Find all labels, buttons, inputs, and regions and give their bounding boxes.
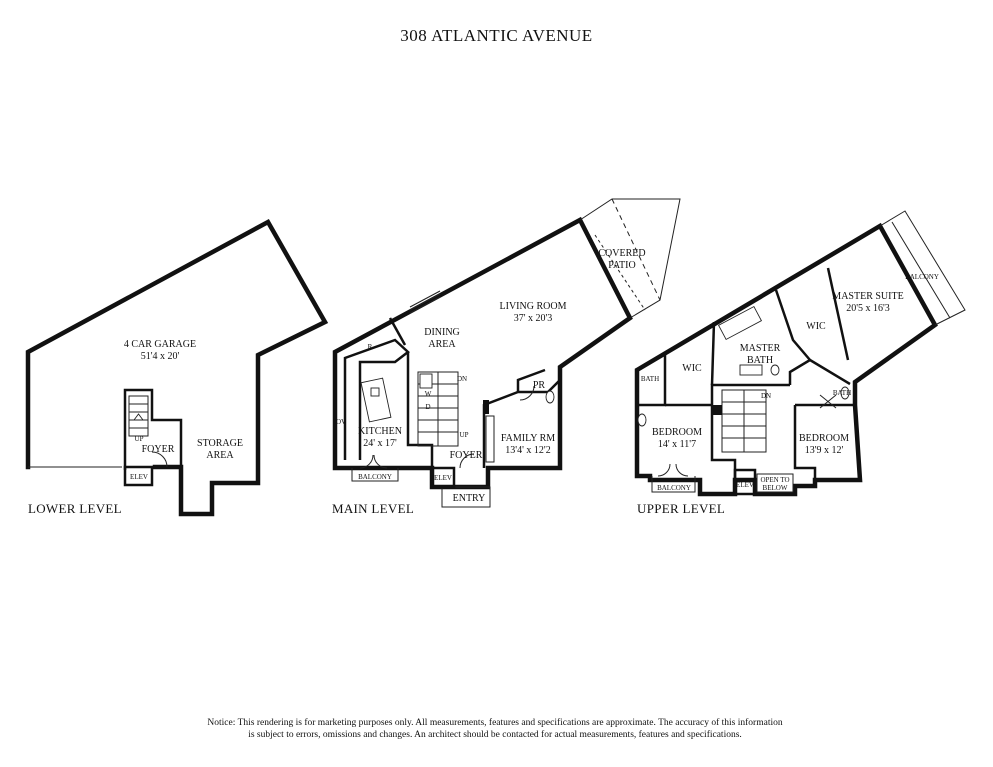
upper-outline — [634, 222, 938, 497]
main-elev-label: ELEV — [434, 474, 452, 482]
bedroom1-east-wall — [710, 405, 737, 480]
vanity-icon — [739, 364, 763, 376]
covered-patio-outline — [579, 198, 681, 319]
lower-elev-label: ELEV — [130, 473, 148, 481]
powder-room-wall — [516, 368, 546, 392]
bathtub-icon — [717, 305, 763, 341]
entry-door-swing-icon — [459, 453, 475, 469]
main-balcony-label: BALCONY — [358, 473, 392, 481]
upper-balcony-label: BALCONY — [905, 273, 939, 281]
upper-balcony-outline — [879, 210, 966, 326]
master-suite-wall — [826, 267, 850, 361]
dining-label: DINING — [424, 327, 460, 338]
sink-icon — [370, 387, 380, 397]
main-level-plan: LIVING ROOM 37' x 20'3 COVERED PATIO DIN… — [332, 198, 681, 508]
bedroom-2-label: BEDROOM — [799, 433, 849, 444]
main-up-label: UP — [460, 431, 469, 439]
range-label: R — [368, 343, 373, 351]
washer-icon — [419, 373, 433, 389]
upper-elevator — [733, 468, 757, 496]
upper-hall-wall — [665, 383, 790, 407]
lower-elevator — [123, 465, 154, 487]
plan-title: 308 ATLANTIC AVENUE — [400, 26, 593, 45]
garage-outline — [25, 218, 329, 517]
master-suite-dimensions: 20'5 x 16'3 — [846, 303, 890, 314]
lower-stair — [128, 395, 149, 437]
wic-1-label: WIC — [682, 363, 702, 374]
bottom-balcony-label: BALCONY — [657, 484, 691, 492]
toilet-icon — [545, 390, 555, 404]
lower-level-label: LOWER LEVEL — [28, 501, 122, 516]
oven-label: OV — [336, 418, 346, 426]
door-swing-icon — [151, 451, 168, 468]
upper-elev-label: ELEV — [736, 481, 754, 489]
bedroom-2-dimensions: 13'9 x 12' — [805, 445, 844, 456]
bottom-balcony-outline — [651, 476, 696, 493]
powder-room-label: PR — [533, 380, 546, 391]
garage-label: 4 CAR GARAGE — [124, 339, 196, 350]
master-bath-label-2: BATH — [747, 355, 773, 366]
balcony-door-icon — [359, 454, 388, 469]
upper-level-label: UPPER LEVEL — [637, 501, 726, 516]
notice-line-1: Notice: This rendering is for marketing … — [207, 718, 783, 728]
main-elevator — [430, 466, 456, 489]
wic1-wall — [710, 321, 716, 386]
master-suite-label: MASTER SUITE — [832, 291, 903, 302]
bedroom-1-label: BEDROOM — [652, 427, 702, 438]
washer-label: W — [425, 390, 432, 398]
wic2-wall — [774, 289, 811, 361]
family-room-dimensions: 13'4' x 12'2 — [505, 445, 550, 456]
family-cabinet — [485, 415, 495, 463]
bath-right-label: BATH — [833, 389, 851, 397]
bedroom-balcony-door-icon — [657, 463, 689, 477]
living-room-dimensions: 37' x 20'3 — [514, 313, 553, 324]
covered-patio-label: COVERED — [598, 248, 645, 259]
storage-label: STORAGE — [197, 438, 243, 449]
upper-dn-label: DN — [761, 392, 771, 400]
notice-line-2: is subject to errors, omissions and chan… — [248, 730, 742, 740]
upper-column — [712, 405, 722, 415]
bath-left-label: BATH — [641, 375, 659, 383]
storage-label-2: AREA — [206, 450, 234, 461]
open-to-below-label-2: BELOW — [763, 484, 788, 492]
entry-landing — [441, 486, 491, 508]
lower-foyer-walls — [123, 388, 183, 470]
toilet-master-icon — [770, 364, 780, 376]
bedroom-1-dimensions: 14' x 11'7 — [658, 439, 696, 450]
column — [483, 400, 489, 414]
bedroom2-west-wall — [793, 405, 817, 480]
master-bath-wall — [788, 358, 851, 386]
kitchen-dimensions: 24' x 17' — [363, 438, 397, 449]
kitchen-label: KITCHEN — [358, 426, 402, 437]
dryer-label: D — [425, 403, 430, 411]
kitchen-east-wall — [406, 352, 434, 468]
entry-label: ENTRY — [453, 493, 486, 504]
master-bath-label: MASTER — [740, 343, 781, 354]
lower-foyer-label: FOYER — [142, 444, 175, 455]
main-foyer-label: FOYER — [450, 450, 483, 461]
lower-up-label: UP — [135, 435, 144, 443]
main-balcony-outline — [351, 468, 399, 482]
disclaimer-notice: Notice: This rendering is for marketing … — [150, 717, 840, 741]
pr-door-swing-icon — [519, 385, 535, 401]
open-to-below-label: OPEN TO — [760, 476, 789, 484]
stair-arrow-icon — [133, 413, 144, 421]
lower-level-plan: 4 CAR GARAGE 51'4 x 20' STORAGE AREA FOY… — [25, 218, 329, 517]
upper-level-plan: MASTER SUITE 20'5 x 16'3 BALCONY WIC WIC… — [634, 210, 966, 497]
dining-divider — [388, 317, 407, 346]
main-dn-label: DN — [457, 375, 467, 383]
dining-label-2: AREA — [428, 339, 456, 350]
main-level-label: MAIN LEVEL — [332, 501, 415, 516]
family-room-label: FAMILY RM — [501, 433, 555, 444]
garage-dimensions: 51'4 x 20' — [141, 351, 180, 362]
toilet-right-icon — [840, 386, 850, 400]
kitchen-island — [360, 377, 392, 423]
toilet-left-icon — [637, 413, 647, 427]
living-room-label: LIVING ROOM — [500, 301, 567, 312]
covered-patio-label-2: PATIO — [608, 260, 635, 271]
open-to-below-area — [756, 473, 794, 493]
wic-2-label: WIC — [806, 321, 826, 332]
